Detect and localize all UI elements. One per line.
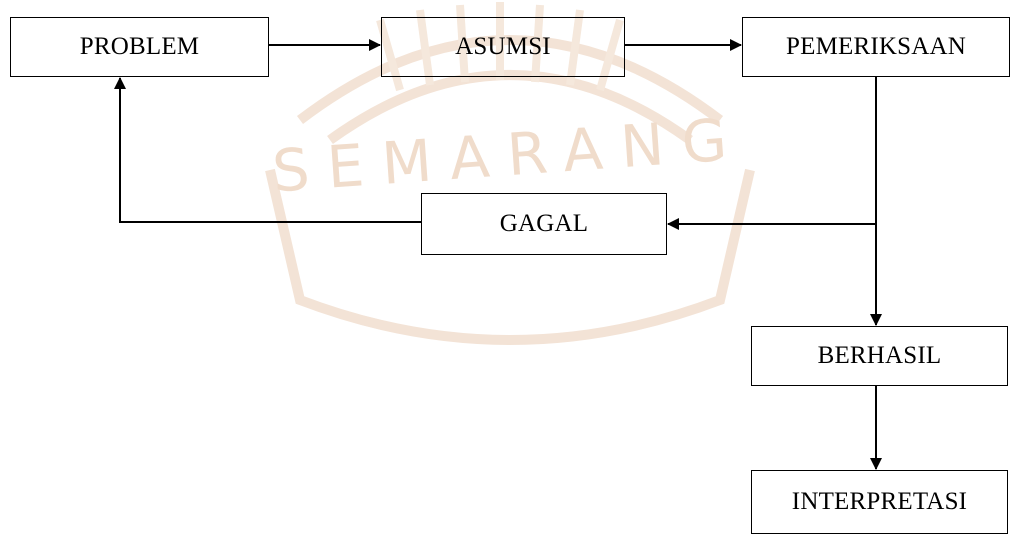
- node-pemeriksaan-label: PEMERIKSAAN: [786, 33, 966, 60]
- node-interpretasi: INTERPRETASI: [751, 470, 1008, 534]
- node-problem-label: PROBLEM: [79, 33, 200, 60]
- node-interpretasi-label: INTERPRETASI: [791, 488, 968, 515]
- node-berhasil: BERHASIL: [751, 326, 1008, 386]
- node-asumsi: ASUMSI: [381, 17, 625, 77]
- node-gagal: GAGAL: [421, 193, 667, 255]
- node-gagal-label: GAGAL: [499, 210, 589, 237]
- node-berhasil-label: BERHASIL: [817, 342, 942, 369]
- node-pemeriksaan: PEMERIKSAAN: [742, 17, 1010, 77]
- node-problem: PROBLEM: [10, 17, 269, 77]
- node-asumsi-label: ASUMSI: [455, 33, 551, 60]
- arrow-gagal-to-problem: [114, 77, 421, 223]
